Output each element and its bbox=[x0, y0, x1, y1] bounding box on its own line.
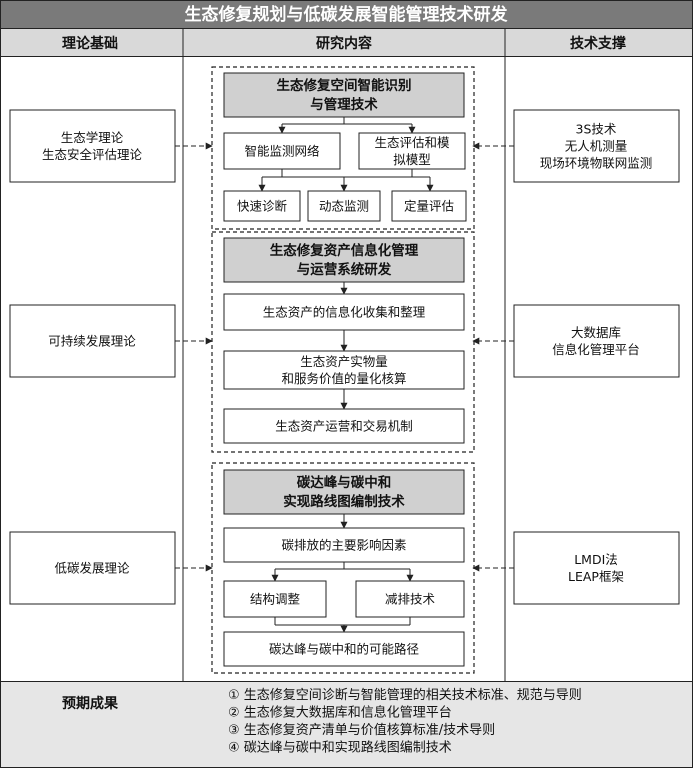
outcome-item-4: ④ 碳达峰与碳中和实现路线图编制技术 bbox=[228, 740, 452, 756]
column-header-research: 研究内容 bbox=[316, 35, 372, 52]
group-1-node-row2-3 bbox=[391, 190, 467, 222]
theory-box-2-text-line-1: 可持续发展理论 bbox=[48, 334, 136, 349]
group-2-title-box bbox=[223, 237, 465, 283]
group-2-step-3 bbox=[223, 408, 465, 444]
tech-box-2-text-line-1: 大数据库 bbox=[571, 325, 621, 340]
group-1-title-line-2: 与管理技术 bbox=[310, 96, 378, 113]
group-1-node-row2-3-text-line-1: 定量评估 bbox=[404, 199, 454, 214]
tech-box-3-text-line-2: LEAP框架 bbox=[568, 569, 624, 584]
group-3-node-factors-text-line-1: 碳排放的主要影响因素 bbox=[281, 538, 406, 553]
group-2-step-2-text-line-2: 和服务价值的量化核算 bbox=[281, 371, 406, 386]
column-header-theory: 理论基础 bbox=[62, 35, 118, 52]
theory-box-3-text-line-1: 低碳发展理论 bbox=[54, 561, 130, 576]
group-1-node-row2-2 bbox=[307, 190, 381, 222]
group-1-node-monitor-network bbox=[223, 132, 341, 170]
outcome-item-3: ③ 生态修复资产清单与价值核算标准/技术导则 bbox=[228, 722, 495, 738]
group-1-node-row2-1-text-line-1: 快速诊断 bbox=[237, 199, 287, 214]
diagram-title: 生态修复规划与低碳发展智能管理技术研发 bbox=[185, 4, 509, 25]
tech-box-2-text-line-2: 信息化管理平台 bbox=[552, 342, 640, 357]
theory-box-1 bbox=[9, 109, 176, 183]
group-3-node-reduction-text-line-1: 减排技术 bbox=[385, 592, 436, 607]
group-1-node-eval-model-text-line-1: 生态评估和模 bbox=[374, 135, 450, 150]
group-3-node-path-text-line-1: 碳达峰与碳中和的可能路径 bbox=[269, 642, 419, 657]
tech-box-1-text-line-2: 无人机测量 bbox=[565, 139, 628, 154]
tech-box-1-text-line-3: 现场环境物联网监测 bbox=[540, 156, 653, 171]
group-1-node-eval-model-text-line-2: 拟模型 bbox=[393, 152, 431, 167]
group-3-branch bbox=[275, 562, 410, 570]
group-3-title-box bbox=[223, 469, 465, 515]
group-3-title-line-2: 实现路线图编制技术 bbox=[283, 493, 405, 510]
group-2-title-line-2: 与运营系统研发 bbox=[297, 261, 392, 278]
outcome-panel bbox=[0, 681, 693, 768]
tech-box-2 bbox=[513, 304, 680, 378]
group-1-branch-top bbox=[282, 117, 412, 125]
column-header-bar bbox=[0, 28, 693, 57]
group-1-frame bbox=[211, 66, 475, 230]
tech-box-3-text-line-1: LMDI法 bbox=[574, 552, 618, 567]
column-header-tech: 技术支撑 bbox=[570, 35, 626, 52]
group-1-node-eval-model bbox=[358, 132, 466, 170]
title-bar bbox=[0, 0, 693, 29]
group-2-step-2 bbox=[223, 350, 465, 390]
group-1-node-row2-2-text-line-1: 动态监测 bbox=[319, 199, 369, 214]
group-3-frame bbox=[211, 462, 475, 674]
tech-box-1-text-line-1: 3S技术 bbox=[576, 122, 617, 137]
tech-box-3 bbox=[513, 531, 680, 605]
group-2-step-1 bbox=[223, 293, 465, 331]
group-2-step-2-text-line-1: 生态资产实物量 bbox=[300, 354, 388, 369]
group-3-node-reduction bbox=[355, 580, 465, 618]
outcome-label: 预期成果 bbox=[62, 695, 119, 712]
group-3-node-path bbox=[223, 631, 465, 667]
group-1-node-row2-1 bbox=[223, 190, 301, 222]
group-1-title-box bbox=[223, 72, 465, 118]
group-2-frame bbox=[211, 231, 475, 453]
group-1-branch-bottom bbox=[262, 169, 430, 178]
group-3-node-structure-text-line-1: 结构调整 bbox=[250, 592, 301, 607]
tech-box-1 bbox=[513, 109, 680, 183]
group-2-title-line-1: 生态修复资产信息化管理 bbox=[270, 242, 419, 259]
group-2-step-1-text-line-1: 生态资产的信息化收集和整理 bbox=[263, 305, 426, 320]
group-3-node-factors bbox=[223, 527, 465, 563]
group-3-merge bbox=[274, 617, 411, 626]
group-1-node-monitor-network-text-line-1: 智能监测网络 bbox=[244, 144, 320, 159]
theory-box-1-text-line-1: 生态学理论 bbox=[61, 130, 124, 145]
group-3-title-line-1: 碳达峰与碳中和 bbox=[297, 474, 392, 491]
theory-box-1-text-line-2: 生态安全评估理论 bbox=[42, 147, 143, 162]
group-2-step-3-text-line-1: 生态资产运营和交易机制 bbox=[275, 419, 413, 434]
theory-box-3 bbox=[9, 531, 176, 605]
outcome-item-1: ① 生态修复空间诊断与智能管理的相关技术标准、规范与导则 bbox=[228, 687, 582, 703]
outcome-item-2: ② 生态修复大数据库和信息化管理平台 bbox=[228, 705, 452, 721]
group-1-title-line-1: 生态修复空间智能识别 bbox=[277, 77, 412, 94]
theory-box-2 bbox=[9, 304, 176, 378]
